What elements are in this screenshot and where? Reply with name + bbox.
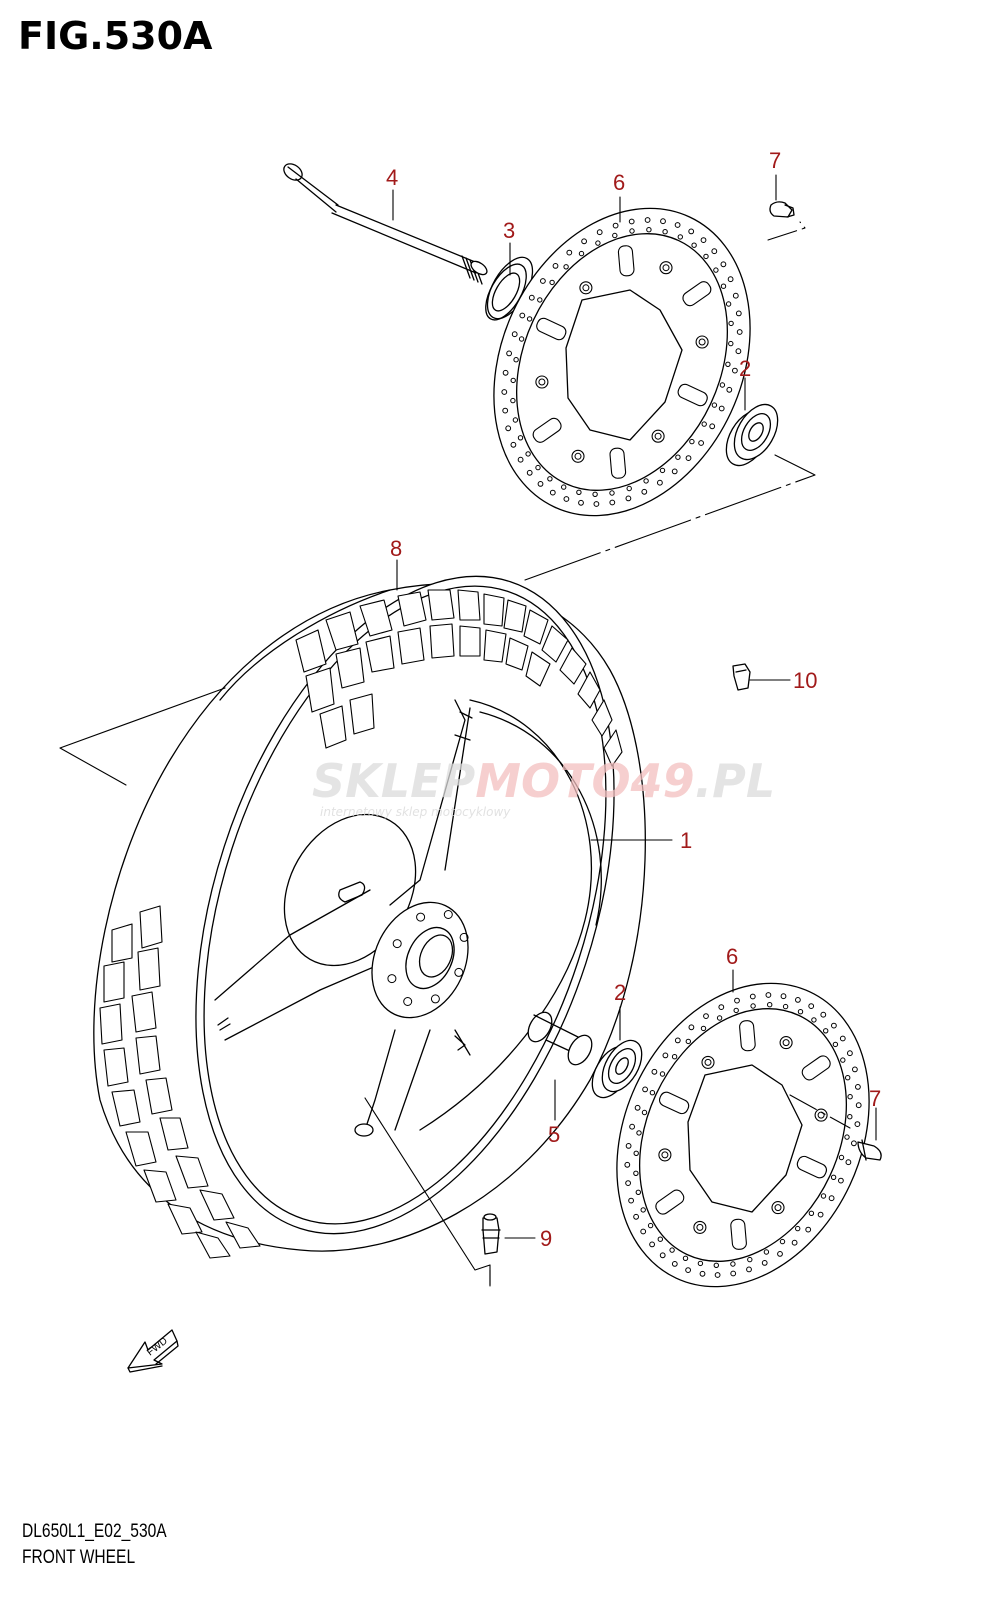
- callout-7-bottom: 7: [869, 1086, 881, 1111]
- watermark-part4: .PL: [695, 754, 776, 808]
- model-code: DL650L1_E02_530A: [22, 1521, 167, 1542]
- watermark: SKLEPMOTO49.PL internetowy sklep motocyk…: [312, 754, 775, 819]
- watermark-tagline: internetowy sklep motocyklowy: [320, 805, 511, 819]
- callout-10: 10: [793, 668, 817, 693]
- disc-bolt-top: [770, 202, 794, 217]
- tire-valve: [482, 1214, 500, 1254]
- wheel-hub-and-spokes: [215, 700, 486, 1136]
- watermark-part1: SKLEP: [312, 754, 476, 808]
- front-axle: [281, 161, 489, 284]
- svg-text:SKLEPMOTO49.PL: SKLEPMOTO49.PL: [312, 754, 775, 808]
- callout-2-bottom: 2: [614, 980, 626, 1005]
- callout-7-top: 7: [769, 148, 781, 173]
- wheel-spacer: [523, 1008, 596, 1069]
- disc-bolt-bottom: [858, 1140, 881, 1160]
- callout-labels: 1 2 2 3 4 5 6 6 7 7 8 9 10: [386, 148, 881, 1251]
- callout-4: 4: [386, 165, 398, 190]
- front-tire: [94, 523, 691, 1287]
- assembly-lines: [60, 222, 850, 1286]
- fwd-arrow-icon: [128, 1330, 178, 1372]
- brake-disc-top: [446, 166, 799, 557]
- callout-5: 5: [548, 1122, 560, 1147]
- bearing-top: [717, 397, 786, 473]
- callout-6-bottom: 6: [726, 944, 738, 969]
- watermark-part2: MOTO: [475, 754, 630, 808]
- clip: [733, 664, 750, 690]
- callout-2-top: 2: [739, 356, 751, 381]
- bearing-bottom: [584, 1034, 650, 1104]
- callout-6-top: 6: [613, 170, 625, 195]
- callout-1: 1: [680, 828, 692, 853]
- figure-title: FIG.530A: [18, 14, 213, 58]
- watermark-part3: 49: [630, 754, 695, 808]
- figure-name: FRONT WHEEL: [22, 1547, 136, 1568]
- callout-9: 9: [540, 1226, 552, 1251]
- brake-disc-bottom: [569, 942, 916, 1328]
- callout-8: 8: [390, 536, 402, 561]
- callout-3: 3: [503, 218, 515, 243]
- leader-lines: [393, 175, 876, 1238]
